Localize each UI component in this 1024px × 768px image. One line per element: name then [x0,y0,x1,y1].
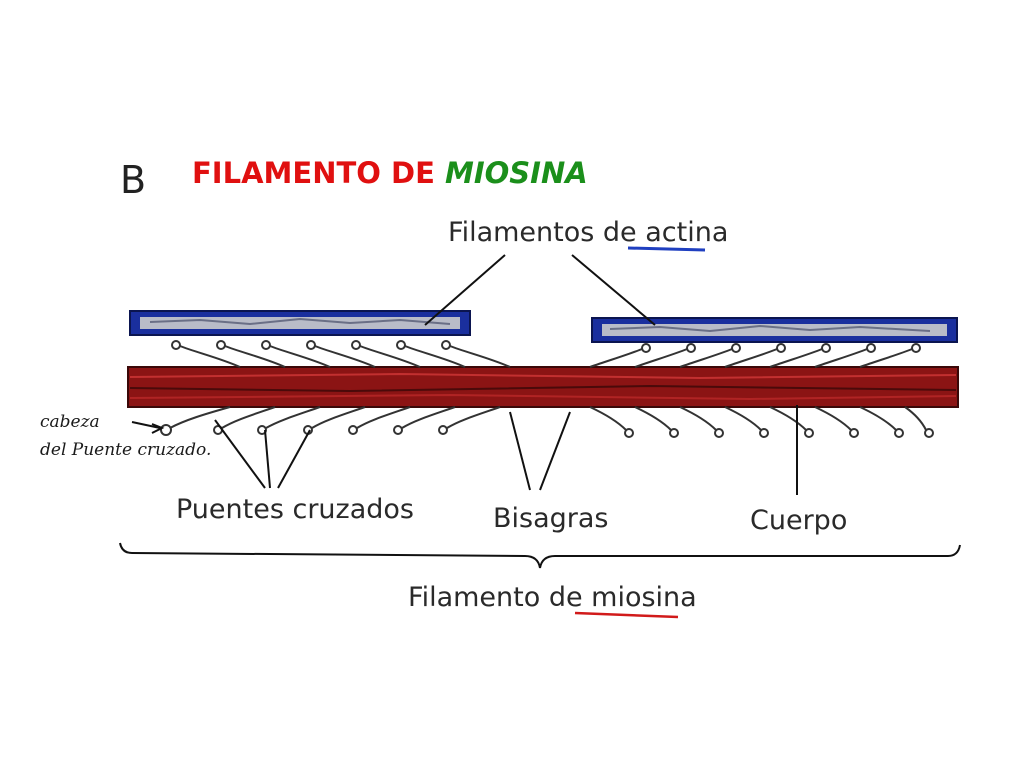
body-label: Cuerpo [750,505,848,536]
actin-filament-left [129,310,471,336]
myosin-body [127,366,959,408]
cross-bridge [393,406,456,435]
cross-bridge [160,406,231,436]
cross-bridge [904,406,934,438]
myosin-label-text: Filamento de [408,582,592,613]
cross-bridge [441,340,511,368]
cross-bridge [859,343,921,368]
bridge-leader-2 [264,429,271,489]
cross-bridge [724,406,769,438]
cross-bridge [679,406,724,438]
hinge-leader-right [539,411,571,491]
leader-lines [131,254,798,495]
head-label-line1: cabeza [40,412,100,432]
actin-leader-left [424,254,506,326]
cross-bridge [171,340,241,368]
myosin-bracket [119,542,961,569]
cross-bridge [348,406,411,435]
cross-bridge [396,340,466,368]
bridge-leader-3 [277,429,311,489]
cross-bridge [589,343,651,368]
cross-bridge [351,340,421,368]
cross-bridge [724,343,786,368]
cross-bridge [438,406,501,435]
cross-bridge [679,343,741,368]
cross-bridge [306,340,376,368]
cross-bridge [769,343,831,368]
page-title: FILAMENTO DE MIOSINA [192,156,588,190]
cross-bridge [814,343,876,368]
title-part-green: MIOSINA [444,156,588,190]
actin-filament-right [591,317,958,343]
actina-underline [627,246,706,252]
head-leader [131,421,161,429]
actin-label: Filamentos de actina [448,217,728,248]
upper-cross-bridges [171,340,921,368]
myosin-label-highlight: miosina [591,582,697,613]
cross-bridge [303,406,366,435]
lower-cross-bridges [160,406,934,438]
cross-bridge [634,406,679,438]
head-label-line2: del Puente cruzado. [40,440,212,460]
title-part-red: FILAMENTO DE [192,156,445,190]
myosin-label: Filamento de miosina [408,582,697,613]
hinge-leader-left [509,411,531,491]
cross-bridge [216,340,286,368]
panel-letter: B [120,158,147,202]
cross-bridge [769,406,814,438]
bridge-leader-1 [214,419,266,489]
actin-label-text: Filamentos de [448,217,646,248]
actin-leader-right [571,254,656,326]
cross-bridges-label: Puentes cruzados [176,494,414,525]
head-arrowhead [151,423,165,434]
cross-bridge [257,406,321,435]
actin-label-highlight: actina [645,217,729,248]
cross-bridge [859,406,904,438]
hinges-label: Bisagras [493,503,609,534]
cross-bridge [261,340,331,368]
miosina-underline [574,611,679,619]
cross-bridge [634,343,696,368]
cross-bridge [589,406,634,438]
cross-bridge [814,406,859,438]
